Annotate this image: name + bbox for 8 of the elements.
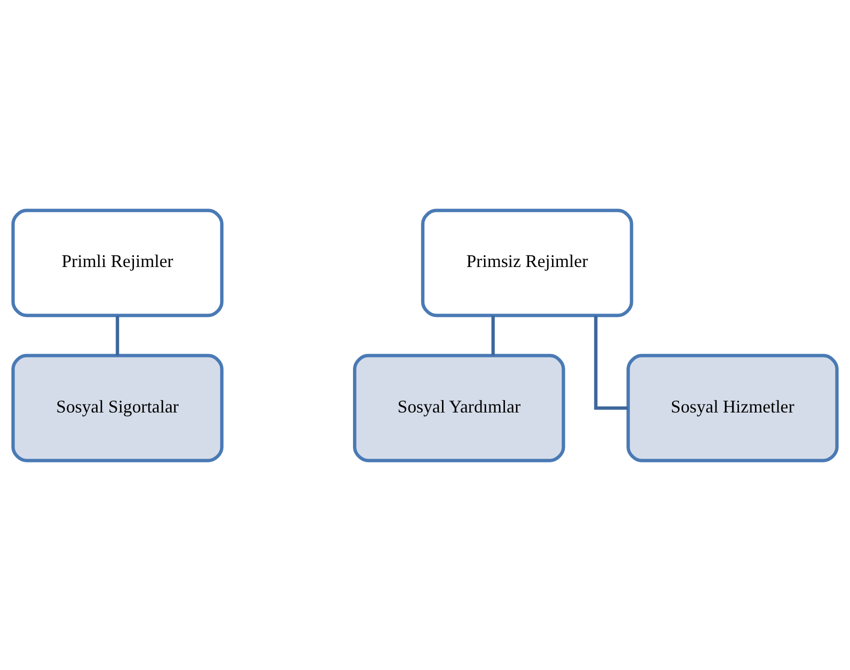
node-box: Sosyal Sigortalar [11, 353, 224, 462]
node-box: Primsiz Rejimler [421, 208, 634, 317]
connector [594, 315, 628, 410]
connector [491, 315, 495, 356]
connector [116, 315, 120, 356]
node-box: Sosyal Hizmetler [626, 353, 839, 462]
node-box: Primli Rejimler [11, 208, 224, 317]
node-box: Sosyal Yardımlar [353, 353, 566, 462]
